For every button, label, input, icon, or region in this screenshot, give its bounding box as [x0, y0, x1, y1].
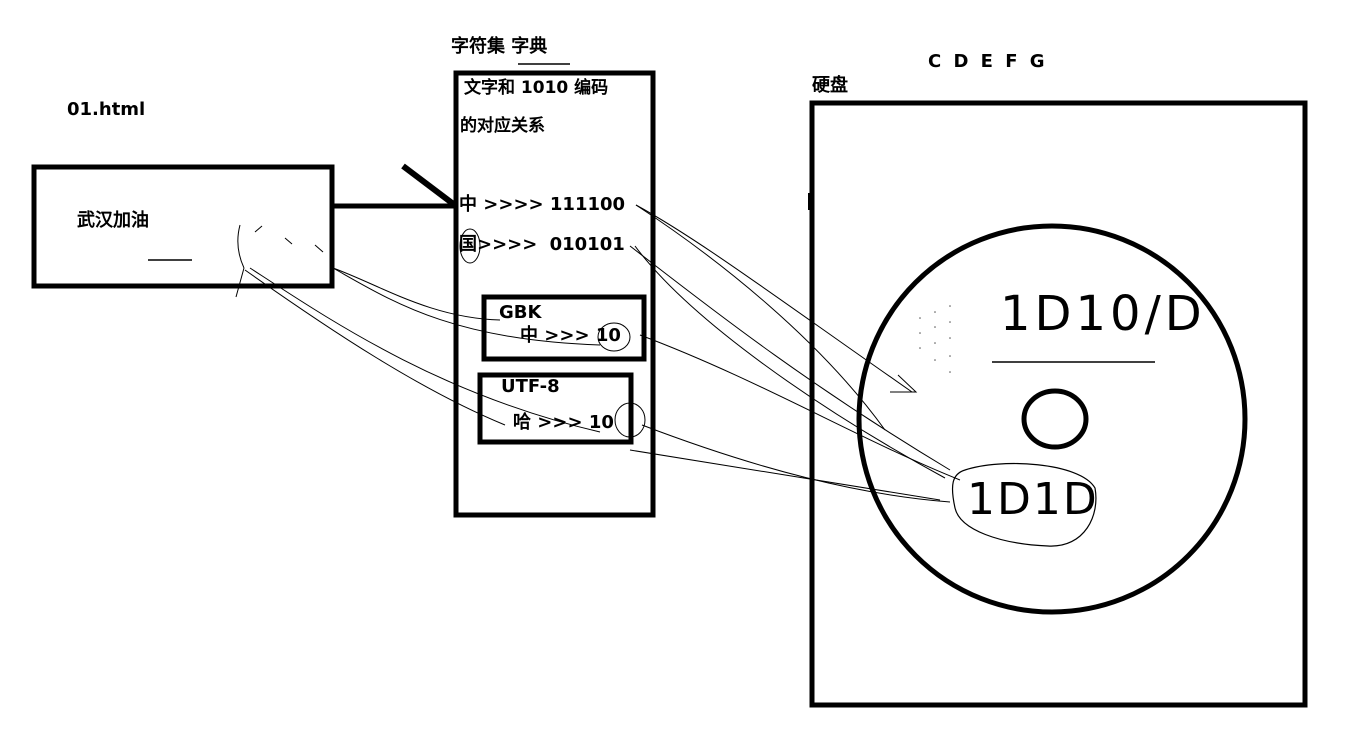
mapping-arrow: >>>>	[477, 234, 538, 255]
utf8-row: 哈 >>> 10	[513, 414, 614, 432]
disk-title: 硬盘	[812, 75, 848, 96]
mapping-arrow: >>>>	[483, 194, 544, 215]
hand-squiggles	[235, 224, 324, 298]
mapping-row: 国>>>> 010101	[459, 236, 625, 254]
mapping-char: 国	[459, 234, 477, 255]
guo-circle	[459, 228, 481, 264]
disk-spindle	[1021, 388, 1089, 450]
utf8-code: 10	[588, 412, 614, 433]
mapping-code: 010101	[549, 234, 625, 255]
charset-box	[453, 70, 656, 518]
mapping-code: 111100	[549, 194, 626, 215]
gbk-char: 中	[520, 325, 538, 346]
disk-bottom-bits: 1D1D	[967, 474, 1099, 525]
utf8-label: UTF-8	[501, 376, 560, 397]
dotted-area	[919, 305, 951, 373]
mapping-char: 中	[459, 194, 477, 215]
connection-lines	[244, 204, 961, 503]
mapping-row: 中 >>>> 111100	[459, 196, 625, 214]
drive-letters: C D E F G	[928, 51, 1048, 72]
utf8-box	[477, 372, 634, 445]
gbk-box	[481, 294, 647, 362]
charset-desc-line1: 文字和 1010 编码	[464, 78, 609, 98]
gbk-row: 中 >>> 10	[520, 327, 621, 345]
disk-box	[809, 100, 1308, 708]
charset-title-plain: 字符集	[451, 36, 505, 57]
gbk-label: GBK	[499, 302, 542, 323]
html-file-title: 01.html	[67, 99, 146, 120]
arrow-head	[401, 163, 458, 209]
gbk-code: 10	[595, 325, 621, 346]
disk-platter	[856, 223, 1248, 615]
gbk-arrow: >>>	[544, 325, 590, 346]
charset-title: 字符集 字典	[451, 38, 547, 56]
html-file-content: 武汉加油	[77, 210, 149, 231]
charset-desc-line2: 的对应关系	[460, 116, 545, 136]
html-file-box	[31, 164, 335, 289]
utf8-char: 哈	[513, 412, 531, 433]
disk-top-bits: 1D10/D	[1000, 286, 1206, 342]
utf8-arrow: >>>	[537, 412, 583, 433]
gbk-code-circle	[597, 322, 631, 352]
charset-title-dict: 字典	[511, 36, 548, 57]
bits-blob	[951, 462, 1097, 547]
utf8-code-circle	[614, 402, 646, 438]
